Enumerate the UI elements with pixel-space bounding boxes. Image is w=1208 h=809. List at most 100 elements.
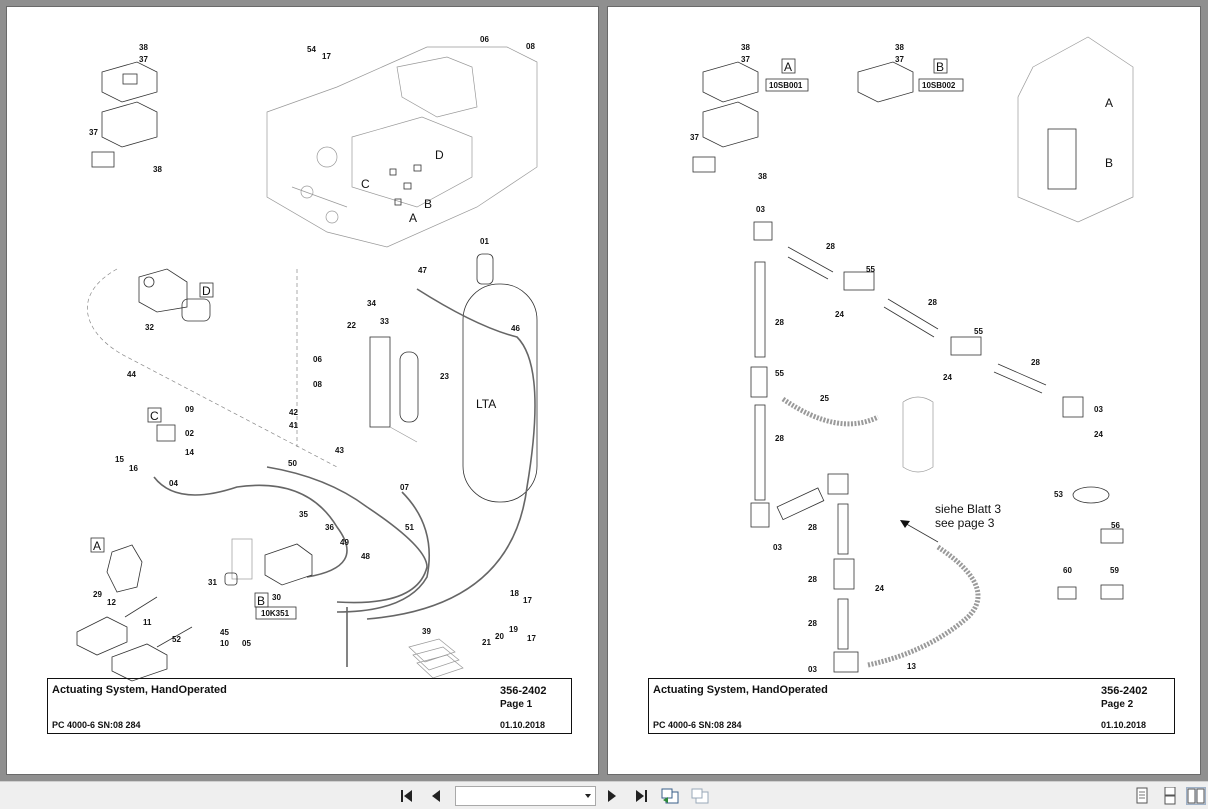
callout-24: 24 bbox=[943, 373, 952, 382]
callout-17: 17 bbox=[527, 634, 536, 643]
callout-06: 06 bbox=[480, 35, 489, 44]
callout-22: 22 bbox=[347, 321, 356, 330]
machine-frame-illustration bbox=[266, 46, 538, 248]
document-date: 01.10.2018 bbox=[500, 720, 546, 730]
title-block: Actuating System, HandOperated PC 4000-6… bbox=[47, 678, 572, 734]
callout-49: 49 bbox=[340, 538, 349, 547]
callout-38: 38 bbox=[741, 43, 750, 52]
callout-23: 23 bbox=[440, 372, 449, 381]
first-page-button[interactable] bbox=[398, 787, 418, 805]
document-date: 01.10.2018 bbox=[1101, 720, 1147, 730]
callout-13: 13 bbox=[907, 662, 916, 671]
lta-gas-cylinder-illustration bbox=[462, 253, 538, 503]
box-label-a: A bbox=[784, 60, 792, 74]
callout-55: 55 bbox=[775, 369, 784, 378]
last-page-button[interactable] bbox=[631, 787, 651, 805]
parts-drawing-page-1: 38 37 37 38 54 17 06 08 C D B A 01 LTA 4… bbox=[76, 35, 538, 682]
box-label-a: A bbox=[93, 539, 101, 553]
callout-18: 18 bbox=[510, 589, 519, 598]
see-sheet-note-de: siehe Blatt 3 bbox=[935, 502, 1001, 516]
callout-28: 28 bbox=[808, 523, 817, 532]
previous-page-button[interactable] bbox=[427, 787, 447, 805]
next-page-button[interactable] bbox=[602, 787, 622, 805]
continuous-view-icon bbox=[1164, 787, 1176, 805]
callout-33: 33 bbox=[380, 317, 389, 326]
callout-15: 15 bbox=[115, 455, 124, 464]
cable-line bbox=[266, 466, 428, 604]
location-label-d: D bbox=[435, 148, 444, 162]
see-page-note-en: see page 3 bbox=[935, 516, 995, 530]
callout-16: 16 bbox=[129, 464, 138, 473]
box-label-d: D bbox=[202, 284, 211, 298]
next-view-button[interactable] bbox=[690, 787, 710, 805]
single-page-view-button[interactable] bbox=[1132, 787, 1152, 805]
callout-03: 03 bbox=[756, 205, 765, 214]
facing-pages-view-button[interactable] bbox=[1186, 787, 1206, 805]
cabinet-illustration bbox=[1017, 36, 1134, 223]
continuous-view-button[interactable] bbox=[1160, 787, 1180, 805]
callout-17: 17 bbox=[322, 52, 331, 61]
box-label-b: B bbox=[257, 594, 265, 608]
callout-42: 42 bbox=[289, 408, 298, 417]
callout-36: 36 bbox=[325, 523, 334, 532]
callout-08: 08 bbox=[526, 42, 535, 51]
callout-44: 44 bbox=[127, 370, 136, 379]
label-sheets-illustration bbox=[408, 638, 464, 679]
terminal-block-b-illustration bbox=[224, 538, 313, 586]
previous-view-button[interactable] bbox=[660, 787, 680, 805]
callout-28: 28 bbox=[808, 575, 817, 584]
single-page-view-icon bbox=[1136, 787, 1148, 804]
callout-37: 37 bbox=[895, 55, 904, 64]
last-page-icon bbox=[636, 790, 647, 802]
callout-38: 38 bbox=[153, 165, 162, 174]
callout-38: 38 bbox=[758, 172, 767, 181]
callout-51: 51 bbox=[405, 523, 414, 532]
location-label-b: B bbox=[424, 197, 432, 211]
callout-48: 48 bbox=[361, 552, 370, 561]
callout-17: 17 bbox=[523, 596, 532, 605]
switch-bracket-b-illustration bbox=[857, 61, 914, 103]
callout-03: 03 bbox=[1094, 405, 1103, 414]
pipe-assembly-illustration bbox=[750, 221, 1084, 673]
machine-model: PC 4000-6 SN:08 284 bbox=[52, 720, 141, 730]
callout-37: 37 bbox=[690, 133, 699, 142]
callout-54: 54 bbox=[307, 45, 316, 54]
callout-41: 41 bbox=[289, 421, 298, 430]
document-number: 356-2402 bbox=[1101, 685, 1148, 697]
navigation-toolbar bbox=[0, 781, 1208, 809]
callout-59: 59 bbox=[1110, 566, 1119, 575]
callout-02: 02 bbox=[185, 429, 194, 438]
clamp-illustration bbox=[1057, 486, 1124, 600]
callout-12: 12 bbox=[107, 598, 116, 607]
drawing-title: Actuating System, HandOperated bbox=[653, 684, 828, 696]
reference-10sb001: 10SB001 bbox=[769, 81, 803, 90]
callout-19: 19 bbox=[509, 625, 518, 634]
previous-page-icon bbox=[432, 790, 440, 802]
callout-28: 28 bbox=[775, 318, 784, 327]
previous-view-icon bbox=[661, 788, 679, 804]
callout-21: 21 bbox=[482, 638, 491, 647]
document-number: 356-2402 bbox=[500, 685, 547, 697]
callout-30: 30 bbox=[272, 593, 281, 602]
title-block: Actuating System, HandOperated PC 4000-6… bbox=[648, 678, 1175, 734]
callout-11: 11 bbox=[143, 618, 152, 627]
callout-60: 60 bbox=[1063, 566, 1072, 575]
callout-28: 28 bbox=[808, 619, 817, 628]
callout-37: 37 bbox=[741, 55, 750, 64]
page-label: Page 2 bbox=[1101, 699, 1134, 710]
page-number-select[interactable] bbox=[455, 786, 596, 806]
first-page-icon bbox=[401, 790, 412, 802]
cable-line bbox=[153, 476, 348, 578]
callout-28: 28 bbox=[826, 242, 835, 251]
switch-bracket-a-illustration bbox=[692, 61, 759, 173]
callout-35: 35 bbox=[299, 510, 308, 519]
callout-29: 29 bbox=[93, 590, 102, 599]
callout-50: 50 bbox=[288, 459, 297, 468]
callout-47: 47 bbox=[418, 266, 427, 275]
callout-08: 08 bbox=[313, 380, 322, 389]
callout-37: 37 bbox=[89, 128, 98, 137]
remote-control-illustration bbox=[76, 596, 193, 682]
callout-32: 32 bbox=[145, 323, 154, 332]
callout-37: 37 bbox=[139, 55, 148, 64]
callout-52: 52 bbox=[172, 635, 181, 644]
